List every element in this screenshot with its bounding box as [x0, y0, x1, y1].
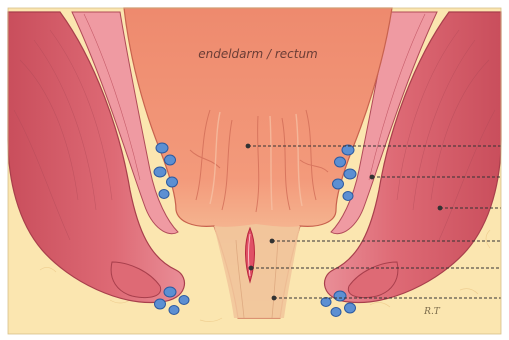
artist-signature: R.T [423, 307, 441, 317]
rectum-label: endeldarm / rectum [198, 47, 318, 61]
